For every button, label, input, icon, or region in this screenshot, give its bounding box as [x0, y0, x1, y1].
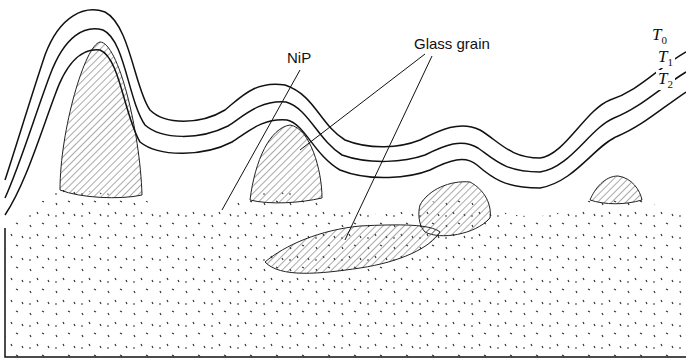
material-label: NiP [285, 50, 313, 67]
contour-t2 [5, 50, 686, 215]
glass-grain [250, 125, 322, 203]
leader-line [222, 70, 300, 210]
contour-t0 [5, 10, 686, 180]
glass-grain [60, 42, 142, 198]
glass-grain [590, 176, 642, 204]
temperature-label: T1 [656, 48, 675, 68]
temperature-label: T2 [656, 70, 675, 90]
temperature-label: T0 [650, 26, 669, 46]
material-label: Glass grain [412, 36, 492, 53]
leader-line [345, 56, 432, 240]
leader-line [300, 54, 425, 150]
glass-grain [265, 225, 440, 273]
nip-substrate [5, 190, 686, 357]
